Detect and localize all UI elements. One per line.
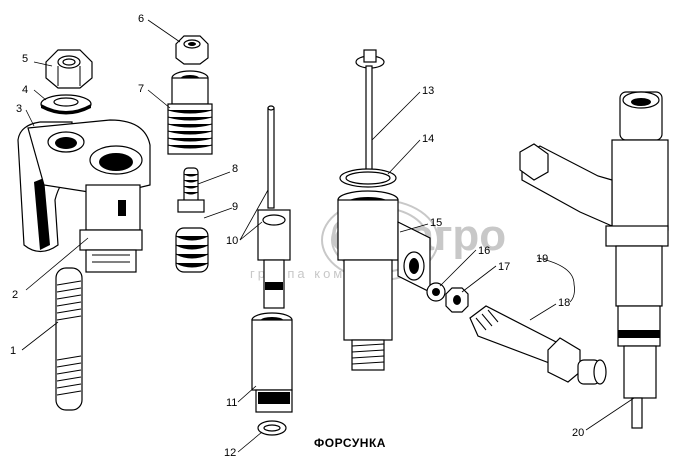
callout-2: 2 (12, 289, 18, 301)
part-1-stud (55, 267, 83, 411)
part-7-sleeve (167, 70, 213, 155)
callout-16: 16 (478, 245, 490, 257)
part-2-3-bracket (17, 119, 151, 273)
part-20-injector-assembly (519, 91, 669, 429)
callout-labels: 5 4 3 2 1 6 7 8 9 10 11 12 13 14 15 16 1… (10, 13, 584, 459)
callout-15: 15 (430, 217, 442, 229)
part-14-ring (339, 168, 397, 188)
callout-10: 10 (226, 235, 238, 247)
diagram-title: ФОРСУНКА (314, 436, 386, 450)
callout-14: 14 (422, 133, 434, 145)
callout-19: 19 (536, 253, 548, 265)
callout-17: 17 (498, 261, 510, 273)
part-8-spring-rod (177, 167, 205, 213)
callout-13: 13 (422, 85, 434, 97)
callout-8: 8 (232, 163, 238, 175)
callout-7: 7 (138, 83, 144, 95)
callout-11: 11 (226, 397, 237, 409)
part-6-nut (175, 35, 209, 65)
part-17-nut (445, 287, 469, 313)
callout-5: 5 (22, 53, 28, 65)
part-9-spring (175, 227, 209, 273)
part-5-nut (45, 49, 93, 89)
part-11-nozzle-nut (251, 312, 293, 413)
callout-18: 18 (558, 297, 570, 309)
leader-lines (21, 19, 635, 453)
callout-1: 1 (10, 345, 16, 357)
part-16-washer (426, 282, 446, 302)
part-18-fitting (469, 305, 607, 385)
callout-3: 3 (16, 103, 22, 115)
part-4-washer (40, 94, 92, 115)
callout-12: 12 (224, 447, 236, 459)
callout-6: 6 (138, 13, 144, 25)
part-12-washer (257, 420, 287, 436)
callout-20: 20 (572, 427, 584, 439)
callout-4: 4 (22, 84, 28, 96)
part-13-rod (355, 49, 385, 177)
part-10-nozzle (257, 105, 291, 309)
callout-9: 9 (232, 201, 238, 213)
